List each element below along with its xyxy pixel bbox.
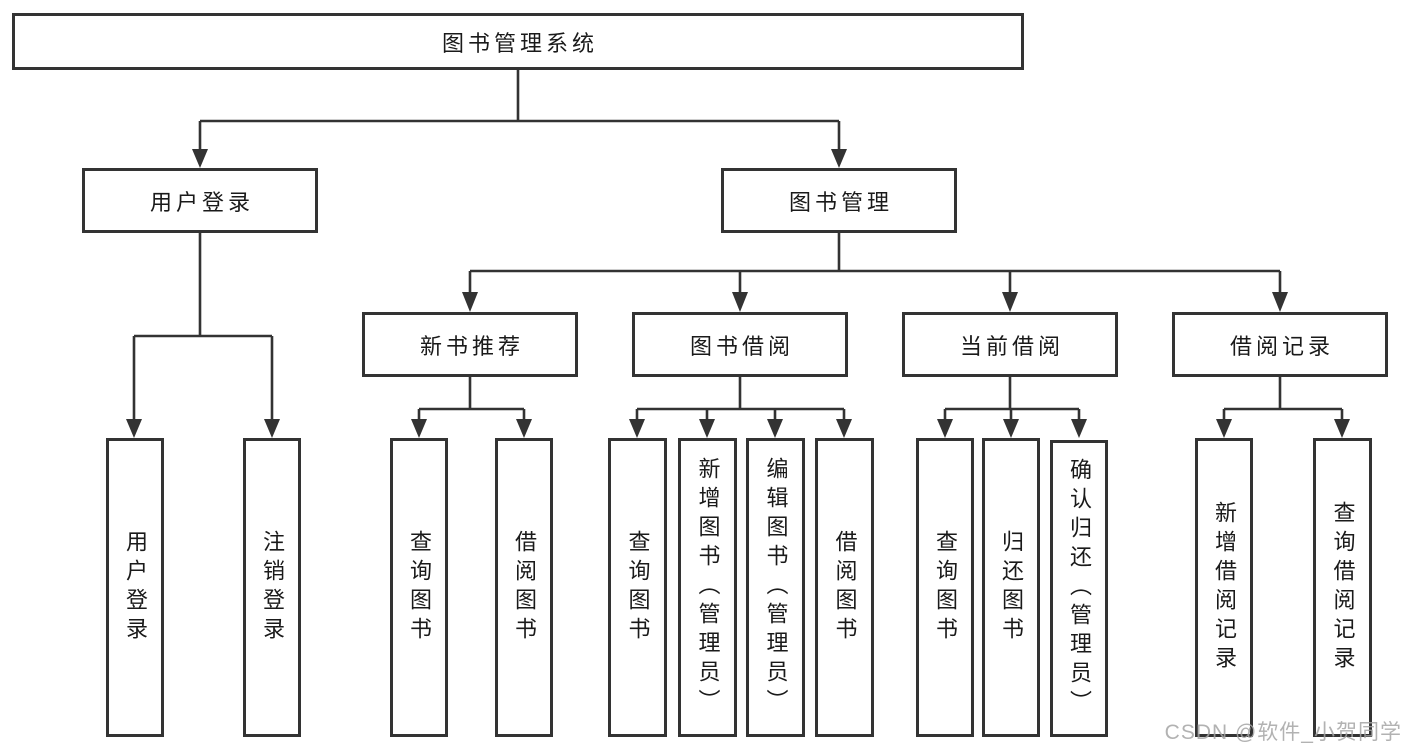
node-label: 用户登录	[149, 189, 254, 215]
leaf-borrow-books-recommend: 借阅图书	[495, 438, 553, 737]
leaf-user-login: 用户登录	[106, 438, 164, 737]
node-label: 新增借阅记录	[1212, 500, 1237, 675]
node-current-borrow: 当前借阅	[902, 312, 1118, 377]
node-label: 查询借阅记录	[1330, 500, 1356, 675]
csdn-watermark: CSDN @软件_小贺同学	[1164, 721, 1402, 744]
leaf-logout: 注销登录	[243, 438, 301, 737]
node-label: 查询图书	[625, 529, 651, 646]
node-book-management: 图书管理	[721, 168, 957, 233]
node-label: 注销登录	[260, 529, 285, 646]
leaf-borrow-books-borrow: 借阅图书	[815, 438, 874, 737]
leaf-add-borrow-record: 新增借阅记录	[1195, 438, 1253, 737]
node-label: 借阅图书	[832, 529, 858, 646]
connector-paths	[132, 69, 1344, 422]
node-label: 图书管理	[788, 189, 893, 215]
node-label: 查询图书	[933, 529, 958, 646]
node-borrow-records: 借阅记录	[1172, 312, 1388, 377]
node-label: 当前借阅	[959, 333, 1064, 359]
leaf-return-book: 归还图书	[982, 438, 1040, 737]
node-label: 图书管理系统	[441, 30, 598, 56]
node-label: 新书推荐	[419, 333, 524, 359]
node-label: 归还图书	[999, 529, 1024, 646]
leaf-add-book-admin: 新增图书（管理员）	[678, 438, 737, 737]
node-label: 确认归还（管理员）	[1067, 458, 1092, 719]
leaf-query-books-borrow: 查询图书	[608, 438, 667, 737]
node-label: 借阅记录	[1229, 333, 1334, 359]
node-label: 图书借阅	[689, 333, 794, 359]
node-label: 借阅图书	[512, 529, 537, 646]
node-library-management-system: 图书管理系统	[12, 13, 1024, 70]
leaf-edit-book-admin: 编辑图书（管理员）	[746, 438, 805, 737]
node-label: 查询图书	[407, 529, 432, 646]
node-new-book-recommend: 新书推荐	[362, 312, 578, 377]
node-label: 用户登录	[123, 529, 148, 646]
node-label: 编辑图书（管理员）	[763, 457, 789, 718]
arrowheads	[126, 149, 1350, 438]
node-label: 新增图书（管理员）	[695, 457, 721, 718]
leaf-query-books-current: 查询图书	[916, 438, 974, 737]
leaf-query-books-recommend: 查询图书	[390, 438, 448, 737]
leaf-confirm-return-admin: 确认归还（管理员）	[1050, 440, 1108, 737]
leaf-query-borrow-record: 查询借阅记录	[1313, 438, 1372, 737]
node-book-borrow: 图书借阅	[632, 312, 848, 377]
node-user-login-group: 用户登录	[82, 168, 318, 233]
